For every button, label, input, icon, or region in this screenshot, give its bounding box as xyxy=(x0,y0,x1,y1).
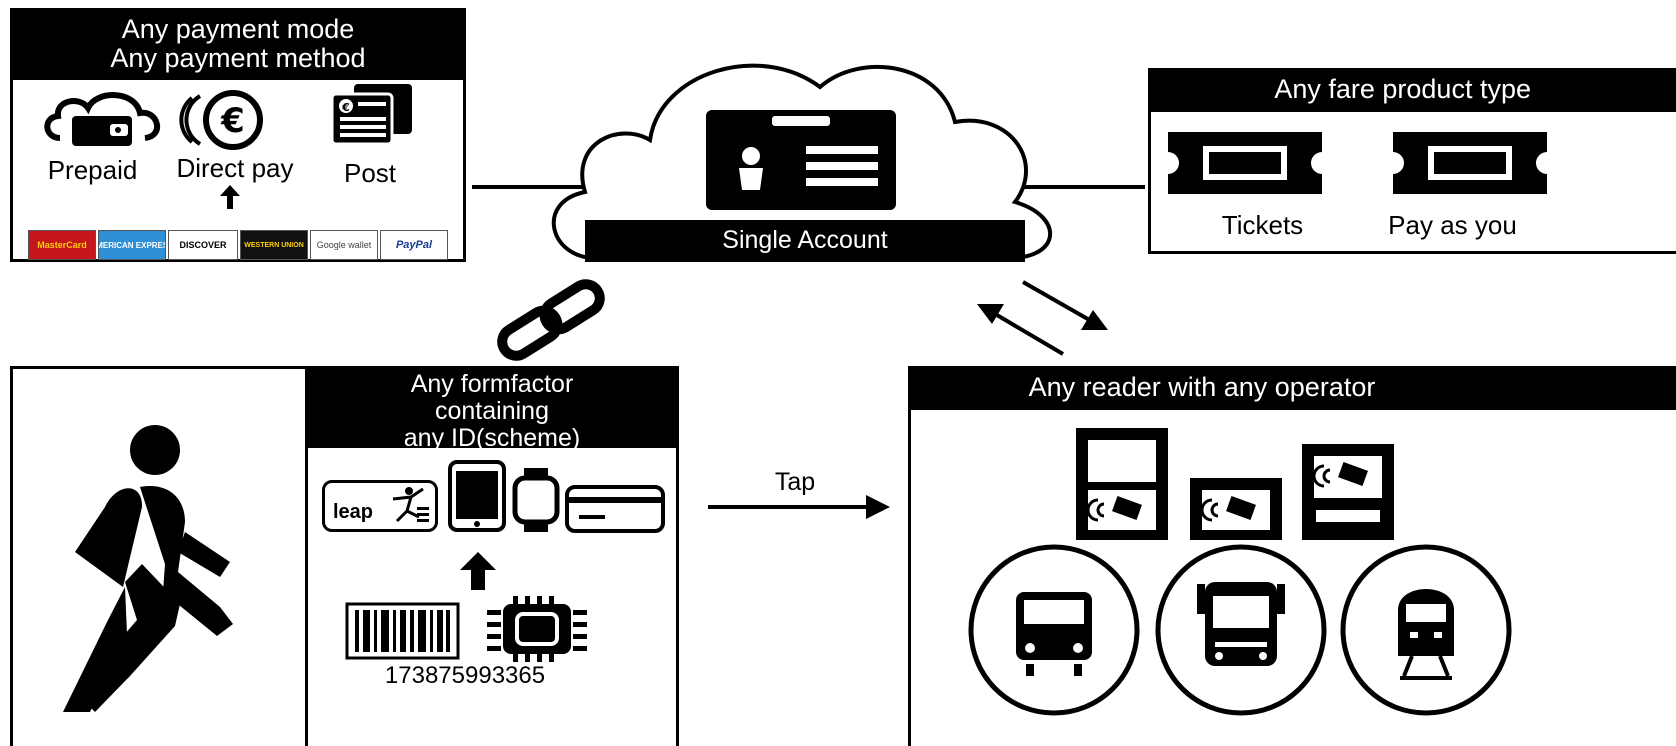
svg-text:€: € xyxy=(341,101,350,114)
up-arrow-icon xyxy=(460,552,496,590)
chip-icon xyxy=(487,596,587,662)
leap-runner-icon xyxy=(392,487,429,523)
payment-title-line2: Any payment method xyxy=(110,43,366,73)
up-arrow-icon xyxy=(220,185,240,209)
formfactor-title-line3: any ID(scheme) xyxy=(403,424,581,452)
mode-prepaid-label: Prepaid xyxy=(47,155,138,185)
exchange-arrows-icon xyxy=(977,280,1108,356)
reader-icon xyxy=(1190,478,1282,540)
bus-icon xyxy=(1155,544,1327,716)
reader-box xyxy=(908,366,1676,746)
fare-box-title: Any fare product type xyxy=(1274,74,1531,104)
ticket-icon xyxy=(1393,132,1547,194)
reader-icon xyxy=(1302,444,1394,540)
tap-arrow xyxy=(708,495,890,519)
credit-card-icon xyxy=(565,485,665,533)
id-card-icon xyxy=(706,110,896,210)
reader-box-title: Any reader with any operator xyxy=(1028,372,1376,402)
brand-western-union: WESTERN UNION xyxy=(240,230,308,260)
formfactor-box-header: Any formfactor containing any ID(scheme) xyxy=(305,366,679,452)
leap-card: leap xyxy=(322,480,438,532)
ticket-icon xyxy=(1168,132,1322,194)
product-tickets-label: Tickets xyxy=(1221,210,1304,240)
brand-discover: DISCOVER xyxy=(168,230,238,260)
euro-coin-icon: € xyxy=(179,90,263,150)
tap-label: Tap xyxy=(774,468,816,496)
reader-icon xyxy=(1076,428,1168,540)
cloud-wallet-icon xyxy=(44,92,161,146)
brand-paypal: PayPal xyxy=(380,230,448,260)
barcode-icon xyxy=(345,602,460,660)
formfactor-title-line2: containing xyxy=(435,397,549,425)
walking-person-icon xyxy=(63,425,233,712)
link-icon xyxy=(497,279,605,361)
post-bill-icon: € xyxy=(330,84,412,146)
payment-title-line1: Any payment mode xyxy=(121,14,355,44)
barcode-number: 173875993365 xyxy=(384,662,546,689)
product-pay-as-you-label: Pay as you xyxy=(1388,210,1517,240)
tram-icon xyxy=(968,544,1140,716)
mode-post-label: Post xyxy=(343,158,397,188)
train-icon xyxy=(1340,544,1512,716)
mode-direct-pay-label: Direct pay xyxy=(176,153,294,183)
phone-icon xyxy=(448,460,506,532)
brand-google-wallet: Google wallet xyxy=(310,230,378,260)
svg-text:€: € xyxy=(220,101,245,141)
smartwatch-icon xyxy=(512,468,560,532)
brand-amex: AMERICAN EXPRESS xyxy=(98,230,166,260)
leap-card-logo: leap xyxy=(333,501,374,523)
reader-box-header: Any reader with any operator xyxy=(908,366,1676,410)
single-account-label: Single Account xyxy=(722,226,888,254)
fare-box-header: Any fare product type xyxy=(1148,68,1676,112)
formfactor-title-line1: Any formfactor xyxy=(410,370,574,398)
payment-box-header: Any payment mode Any payment method xyxy=(10,8,466,80)
brand-mastercard: MasterCard xyxy=(28,230,96,260)
